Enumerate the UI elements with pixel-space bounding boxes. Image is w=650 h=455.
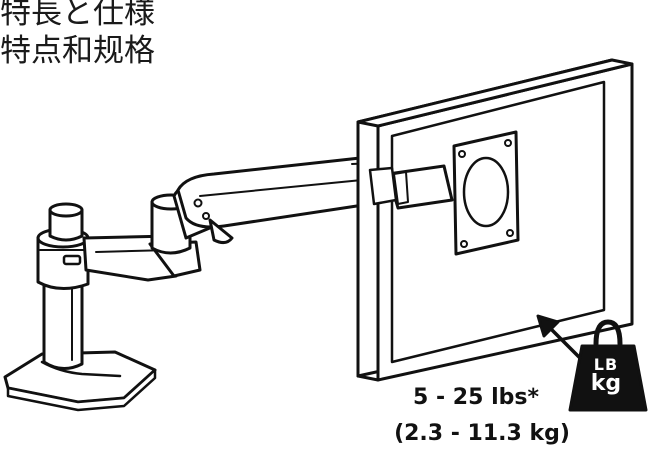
tilt-connector (368, 164, 454, 210)
vesa-plate (452, 130, 520, 256)
weight-icon (568, 319, 648, 412)
support-pole (42, 271, 84, 370)
capacity-lbs-label: 5 - 25 lbs* (413, 385, 539, 410)
weight-unit-lb: LB (593, 355, 619, 374)
weight-unit-kg: kg (590, 371, 622, 396)
desk-base (3, 350, 157, 412)
load-arrow (536, 314, 582, 360)
title-japanese: 特長と仕様 (0, 0, 155, 31)
capacity-kg-label: (2.3 - 11.3 kg) (394, 421, 570, 446)
title-block: 特長と仕様 特点和规格 (0, 0, 155, 70)
title-chinese: 特点和规格 (0, 33, 155, 69)
pole-collar (36, 202, 90, 290)
